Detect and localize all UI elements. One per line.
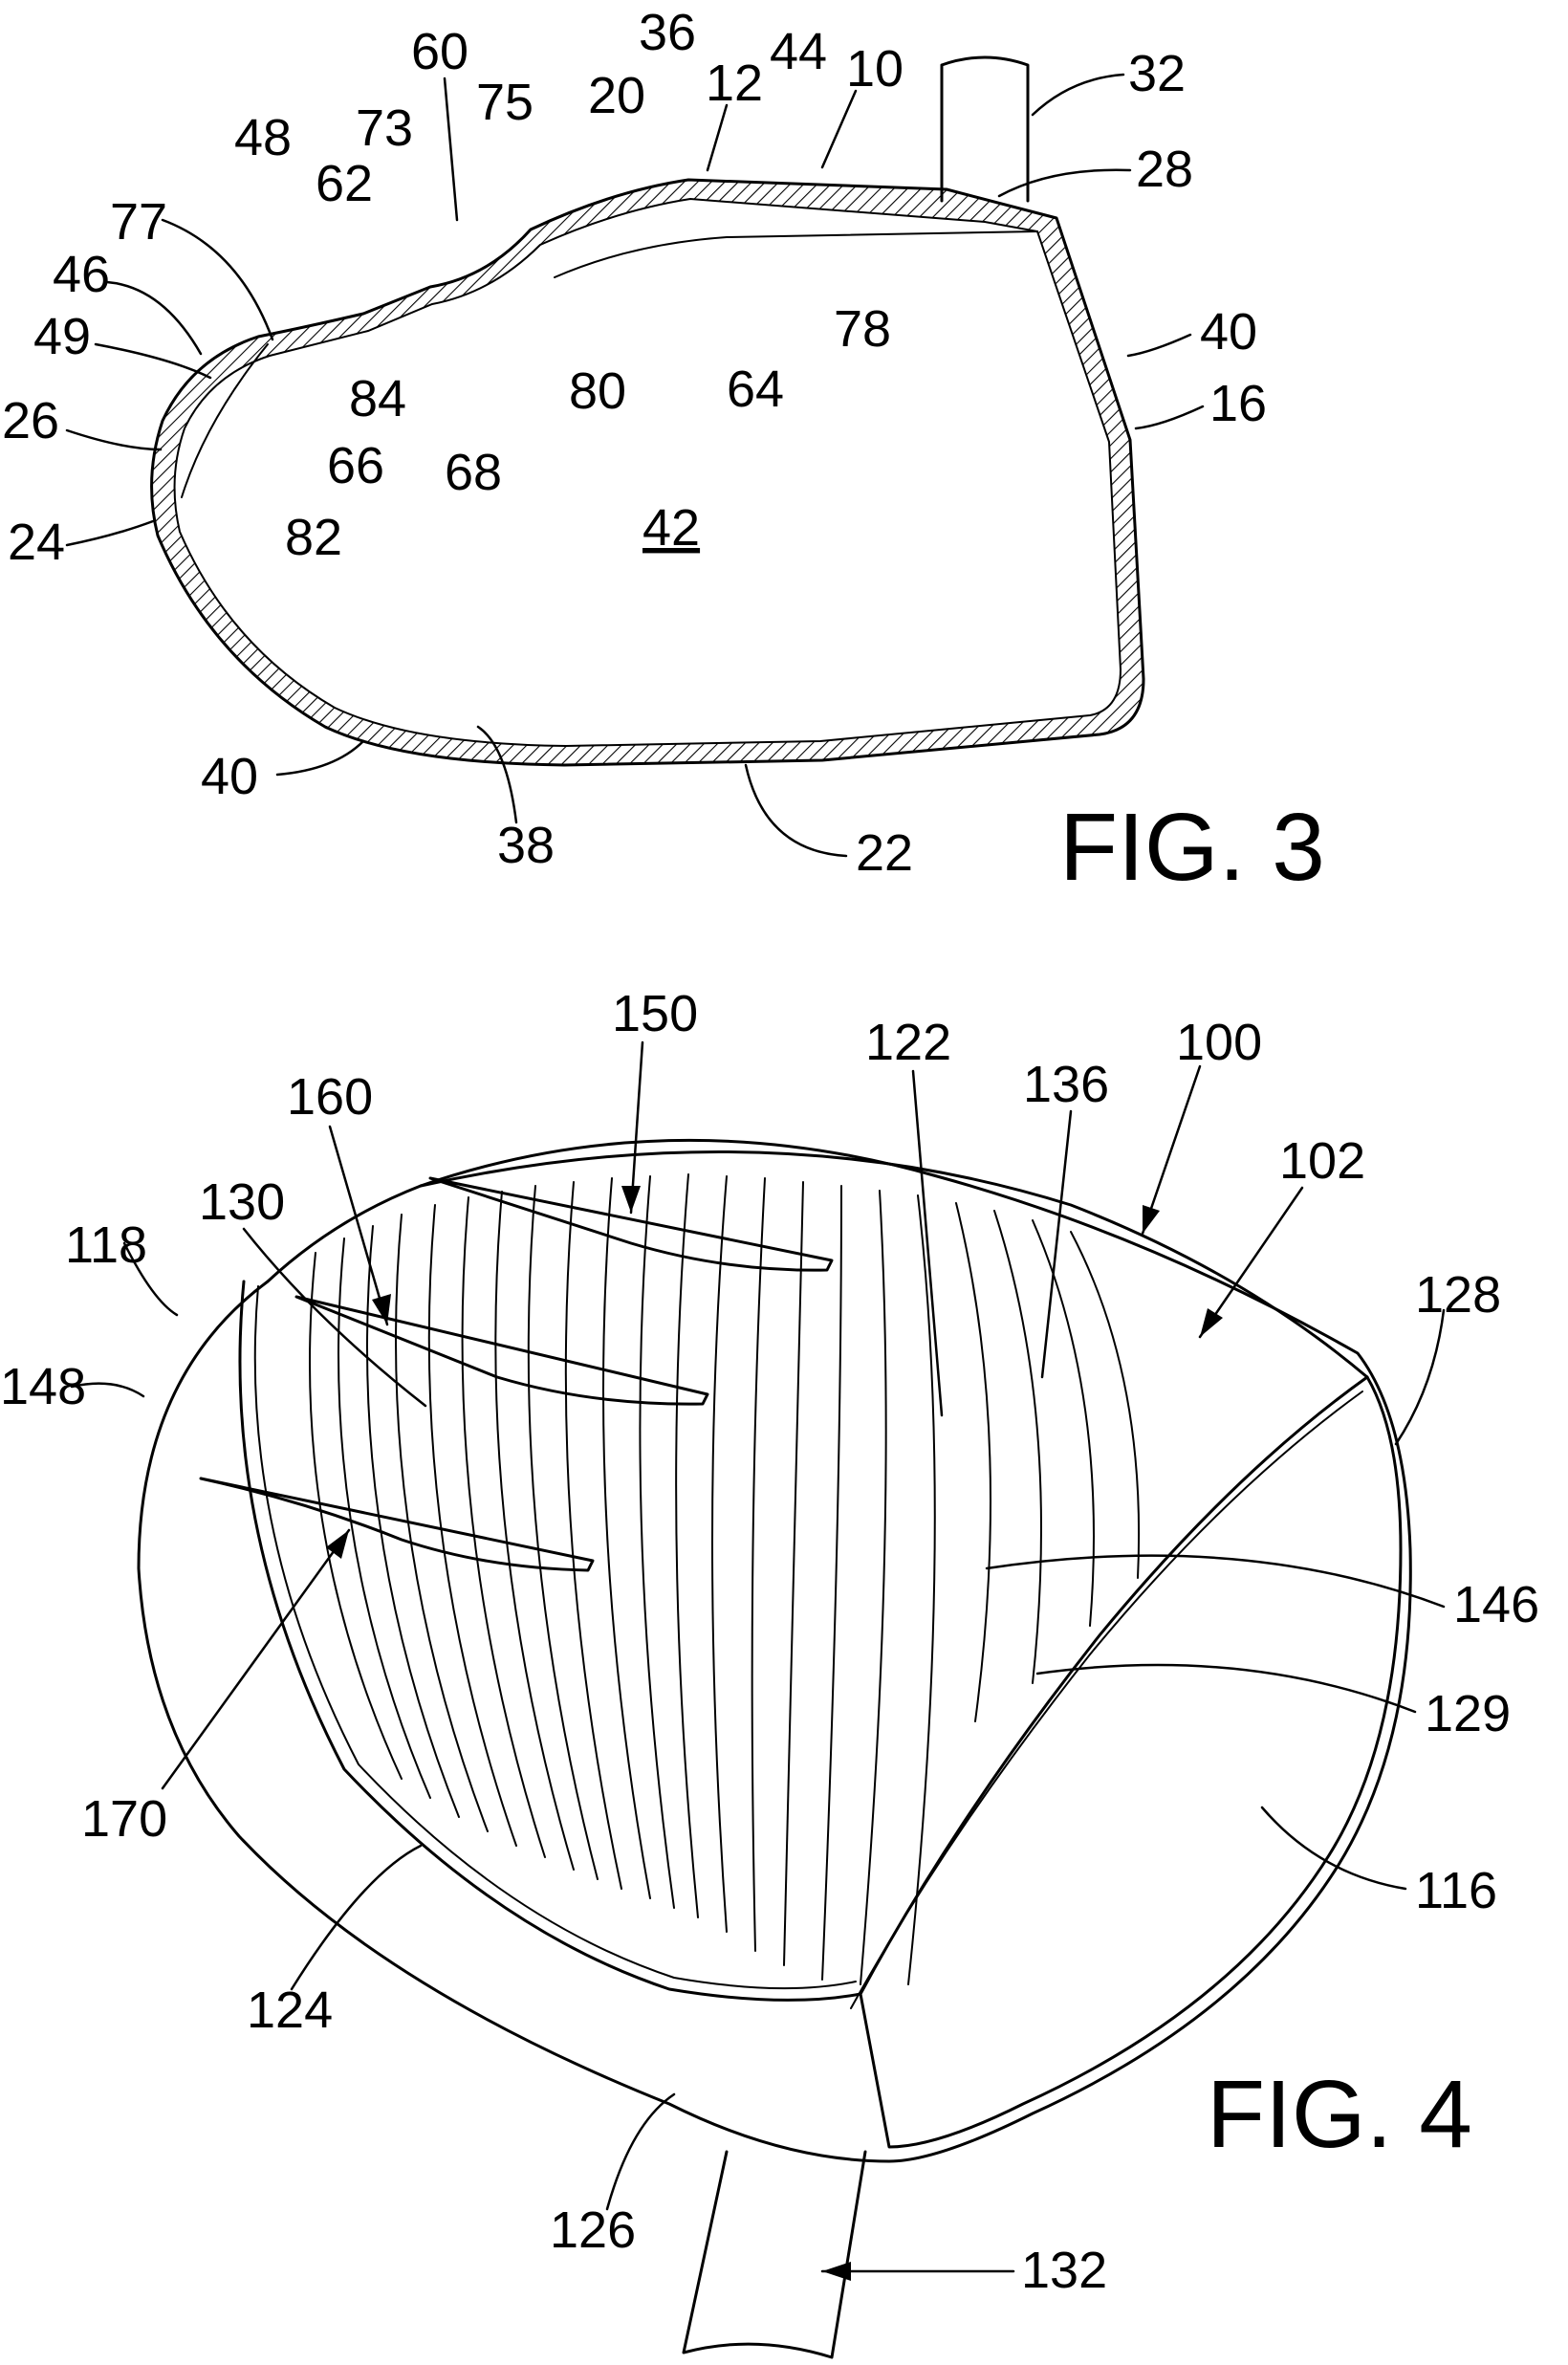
ref-75: 75 xyxy=(476,74,534,131)
arrowhead-132 xyxy=(822,2262,851,2281)
ref-22: 22 xyxy=(856,824,913,882)
ref-146: 146 xyxy=(1453,1576,1539,1633)
ref-82: 82 xyxy=(285,509,342,566)
ref-128: 128 xyxy=(1415,1266,1501,1324)
fig3-drawing xyxy=(152,57,1143,765)
ref-68: 68 xyxy=(445,444,502,501)
ref-62: 62 xyxy=(316,155,373,212)
fig3-head-outer-wall xyxy=(152,180,1143,765)
ref-46: 46 xyxy=(53,246,110,303)
ref-40-bottom: 40 xyxy=(201,748,258,805)
ref-129: 129 xyxy=(1425,1685,1511,1742)
fig4-title: FIG. 4 xyxy=(1207,2061,1472,2168)
ref-73: 73 xyxy=(356,99,413,157)
ref-122: 122 xyxy=(865,1014,951,1071)
ref-36: 36 xyxy=(639,4,696,61)
arrowhead-100 xyxy=(1143,1205,1160,1234)
ref-48: 48 xyxy=(234,109,292,166)
ref-38: 38 xyxy=(497,817,555,874)
fig4-reference-numerals: 150 122 100 136 160 102 130 118 128 148 … xyxy=(0,985,1539,2299)
ref-170: 170 xyxy=(81,1790,167,1848)
ref-12: 12 xyxy=(706,55,763,112)
fig3-hosel xyxy=(942,57,1028,201)
ref-78: 78 xyxy=(834,300,891,358)
ref-40-top: 40 xyxy=(1200,303,1257,361)
fig3-inner-cavity-line xyxy=(555,231,1037,277)
arrowhead-150 xyxy=(621,1186,641,1213)
arrowhead-102 xyxy=(1200,1308,1223,1337)
ref-132: 132 xyxy=(1021,2242,1107,2299)
fig4-crown-edge xyxy=(421,1151,1367,1377)
ref-150: 150 xyxy=(612,985,698,1042)
ref-116: 116 xyxy=(1415,1862,1497,1919)
fig3-title: FIG. 3 xyxy=(1059,794,1325,901)
ref-44: 44 xyxy=(770,23,827,80)
ref-80: 80 xyxy=(569,362,626,420)
ref-24: 24 xyxy=(8,514,65,571)
ref-42: 42 xyxy=(642,499,700,557)
ref-10: 10 xyxy=(846,40,904,98)
ref-20: 20 xyxy=(588,67,645,124)
ref-28: 28 xyxy=(1136,141,1193,198)
ref-49: 49 xyxy=(33,308,91,365)
ref-160: 160 xyxy=(287,1068,373,1126)
fig3-hatched-shell xyxy=(152,180,1143,765)
ref-77: 77 xyxy=(110,193,167,251)
ref-32: 32 xyxy=(1128,45,1186,102)
ref-100: 100 xyxy=(1176,1014,1262,1071)
ref-84: 84 xyxy=(349,370,406,427)
ref-26: 26 xyxy=(2,392,59,449)
ref-16: 16 xyxy=(1209,375,1267,432)
ref-66: 66 xyxy=(327,437,384,494)
ref-130: 130 xyxy=(199,1173,285,1231)
ref-124: 124 xyxy=(247,1982,333,2039)
fig4-shaft xyxy=(684,2152,865,2357)
fig4-contour-lines xyxy=(310,1174,1139,1984)
fig4-face-panel xyxy=(860,1377,1401,2147)
ref-102: 102 xyxy=(1279,1132,1365,1190)
ref-64: 64 xyxy=(727,361,784,418)
ref-126: 126 xyxy=(550,2201,636,2259)
arrowhead-170 xyxy=(326,1530,349,1559)
ref-60: 60 xyxy=(411,23,468,80)
ref-136: 136 xyxy=(1023,1056,1109,1113)
